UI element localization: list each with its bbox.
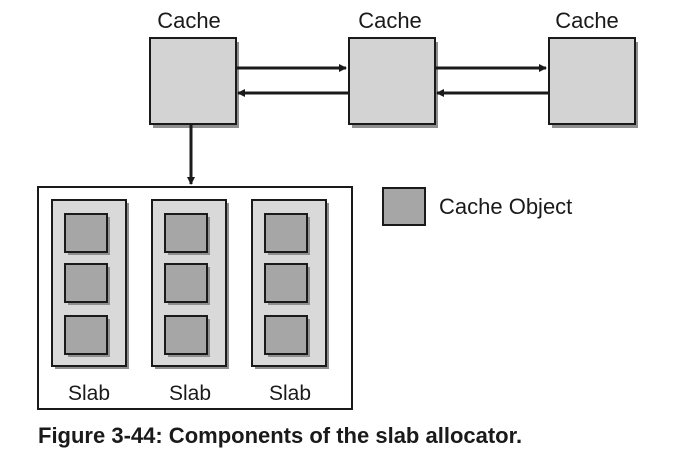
slab-label-3: Slab bbox=[269, 382, 311, 405]
cache-box-1 bbox=[149, 37, 239, 128]
cache-label-1: Cache bbox=[157, 8, 221, 33]
slab-2-object-2 bbox=[164, 263, 210, 305]
cache-box-2 bbox=[348, 37, 438, 128]
slab-1 bbox=[51, 199, 129, 369]
slab-label-1: Slab bbox=[68, 382, 110, 405]
slab-1-object-1 bbox=[64, 213, 110, 255]
slab-2 bbox=[151, 199, 229, 369]
slab-1-object-3 bbox=[64, 315, 110, 357]
slab-3 bbox=[251, 199, 329, 369]
cache-label-2: Cache bbox=[358, 8, 422, 33]
slab-3-object-3 bbox=[264, 315, 310, 357]
slab-3-object-1 bbox=[264, 213, 310, 255]
legend-label: Cache Object bbox=[439, 194, 572, 219]
slab-label-2: Slab bbox=[169, 382, 211, 405]
figure-caption: Figure 3-44: Components of the slab allo… bbox=[38, 423, 522, 448]
slab-2-object-3 bbox=[164, 315, 210, 357]
slab-2-object-1 bbox=[164, 213, 210, 255]
slab-3-object-2 bbox=[264, 263, 310, 305]
cache-label-3: Cache bbox=[555, 8, 619, 33]
slab-1-object-2 bbox=[64, 263, 110, 305]
cache-box-3 bbox=[548, 37, 638, 128]
legend-swatch bbox=[382, 187, 426, 226]
legend: Cache Object bbox=[382, 187, 572, 226]
